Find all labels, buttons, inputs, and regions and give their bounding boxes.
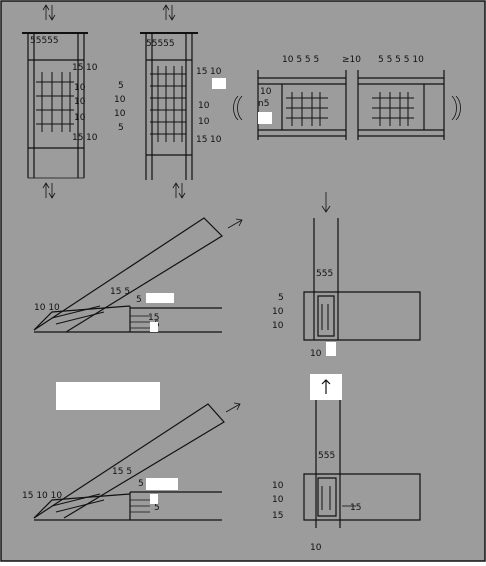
stiffener-bottom-top-dims: 555 xyxy=(318,451,335,461)
column-splice-b: 55555 5 10 10 5 15 10 10 10 15 10 xyxy=(114,4,226,199)
stiffener-top-side-dim-1: 5 xyxy=(278,293,284,303)
column-b-right-dim-5: 15 xyxy=(196,135,207,145)
column-a-dim-5: 10 xyxy=(74,113,86,123)
beam-splice-side-dim-1: 10 xyxy=(260,87,272,97)
stiffener-top-side-dim-2: 10 xyxy=(272,307,284,317)
beam-splice-right-dims: 5 5 5 5 10 xyxy=(378,55,424,65)
column-b-left-dim-3: 10 xyxy=(114,109,126,119)
column-b-label-box xyxy=(212,78,226,89)
stiffener-top-label-box xyxy=(326,342,336,356)
column-b-right-dim-2: 10 xyxy=(210,67,222,77)
column-a-dim-2: 10 xyxy=(86,63,98,73)
brace-bottom-label-box-2 xyxy=(150,494,158,504)
stiffener-top-bottom-dim: 10 xyxy=(310,349,322,359)
stiffener-top-side-dim-3: 10 xyxy=(272,321,284,331)
stiffener-connection-top: 555 5 10 10 10 xyxy=(272,192,421,400)
brace-bottom-label-box-1 xyxy=(146,478,178,490)
column-a-top-dims: 55555 xyxy=(30,36,59,46)
beam-splice-gap-dim: ≥10 xyxy=(342,55,361,65)
column-a-dim-4: 10 xyxy=(74,97,86,107)
beam-splice-side-dim-2: n5 xyxy=(258,99,269,109)
column-a-dim-7: 10 xyxy=(86,133,98,143)
column-b-left-dim-4: 5 xyxy=(118,123,124,133)
brace-top-label-box-2 xyxy=(150,322,158,332)
column-a-dim-1: 15 xyxy=(72,63,83,73)
stiffener-bottom-right-dim: 15 xyxy=(350,503,361,513)
stiffener-bottom-side-dim-1: 10 xyxy=(272,481,284,491)
brace-bottom-dims-d: 5 xyxy=(154,503,160,513)
brace-top-dims-b: 15 5 xyxy=(110,287,130,297)
column-splice-a: 55555 15 10 10 10 10 15 10 xyxy=(22,4,98,199)
column-a-dim-3: 10 xyxy=(74,83,86,93)
brace-bottom-dims-c: 5 xyxy=(138,479,144,489)
beam-splice-label-box xyxy=(258,112,272,124)
column-b-left-dim-2: 10 xyxy=(114,95,126,105)
stiffener-connection-bottom: 555 10 10 15 15 10 xyxy=(272,400,421,553)
column-b-top-dims: 55555 xyxy=(146,39,175,49)
stiffener-bottom-side-dim-2: 10 xyxy=(272,495,284,505)
brace-connection-bottom: 15 10 10 15 5 5 5 xyxy=(22,402,241,521)
brace-top-label-box-1 xyxy=(146,293,174,303)
brace-bottom-dims-b: 15 5 xyxy=(112,467,132,477)
stiffener-bottom-side-dim-3: 15 xyxy=(272,511,283,521)
column-b-right-dim-3: 10 xyxy=(198,101,210,111)
column-b-right-dim-6: 10 xyxy=(210,135,222,145)
stiffener-top-top-dims: 555 xyxy=(316,269,333,279)
beam-splice-left-dims: 10 5 5 5 xyxy=(282,55,319,65)
column-b-right-dim-4: 10 xyxy=(198,117,210,127)
stiffener-bottom-bottom-dim: 10 xyxy=(310,543,322,553)
brace-connection-top: 10 10 15 5 5 15 5 xyxy=(33,217,243,333)
brace-top-dims-a: 10 10 xyxy=(34,303,60,313)
brace-top-dims-d: 15 xyxy=(148,313,159,323)
brace-bottom-dims-a: 15 10 10 xyxy=(22,491,62,501)
beam-splice: 10 5 5 5 ≥10 5 5 5 5 10 10 n5 xyxy=(233,55,461,140)
blank-label-box xyxy=(56,382,160,410)
column-a-dim-6: 15 xyxy=(72,133,83,143)
column-b-right-dim-1: 15 xyxy=(196,67,207,77)
brace-top-dims-c: 5 xyxy=(136,295,142,305)
column-b-left-dim-1: 5 xyxy=(118,81,124,91)
